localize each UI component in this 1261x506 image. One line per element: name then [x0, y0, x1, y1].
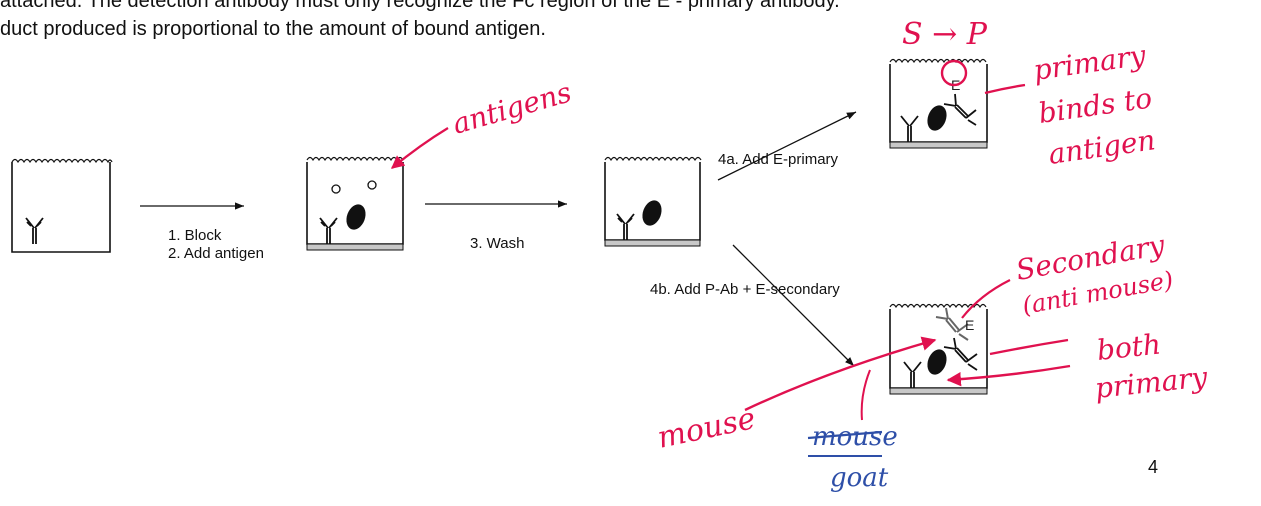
both-note-1: both: [1095, 327, 1162, 367]
both-note-2: primary: [1093, 360, 1210, 405]
enzyme-circle: [940, 59, 968, 87]
page-number: 4: [1148, 457, 1158, 477]
primary-antibody: [943, 337, 978, 371]
bound-antigen: [927, 105, 947, 131]
enzyme-label-4b: E: [965, 317, 974, 333]
well-3: [604, 156, 702, 247]
arrow-step-4b: [732, 244, 855, 367]
header-line-1: attached. The detection antibody must on…: [0, 0, 840, 12]
free-antigen: [331, 184, 341, 194]
goat-note: goat: [830, 463, 889, 493]
e-secondary-antibody: [935, 307, 969, 341]
step-block-label: 1. Block: [168, 227, 222, 244]
s-to-p-note: S → P: [902, 17, 988, 52]
well-4b: E: [889, 303, 988, 395]
free-antigen: [367, 180, 377, 190]
capture-antibody: [25, 217, 44, 244]
arrow-step-4a: [717, 111, 857, 181]
e-primary-antibody: [943, 93, 977, 126]
well-1: [11, 158, 113, 253]
handwritten-blue-annotations: mouse goat: [807, 422, 898, 493]
primary-note-3: antigen: [1046, 123, 1157, 171]
step-4a-label: 4a. Add E-primary: [718, 151, 839, 168]
step-add-antigen-label: 2. Add antigen: [168, 245, 264, 262]
capture-antibody: [903, 361, 922, 388]
capture-antibody: [616, 213, 635, 240]
well-2: [306, 156, 404, 251]
bound-antigen: [346, 204, 366, 230]
bound-antigen: [642, 200, 662, 226]
bound-antigen: [927, 349, 947, 375]
capture-antibody: [319, 217, 338, 244]
well-4a: E: [889, 58, 988, 149]
antigens-note: antigens: [449, 75, 575, 140]
capture-antibody: [900, 115, 919, 142]
primary-note-1: primary: [1031, 38, 1148, 87]
primary-note-2: binds to: [1036, 81, 1154, 130]
step-wash-label: 3. Wash: [470, 235, 524, 252]
header-line-2: duct produced is proportional to the amo…: [0, 18, 546, 40]
step-4b-label: 4b. Add P-Ab + E-secondary: [650, 281, 840, 298]
mouse-note: mouse: [654, 401, 758, 456]
